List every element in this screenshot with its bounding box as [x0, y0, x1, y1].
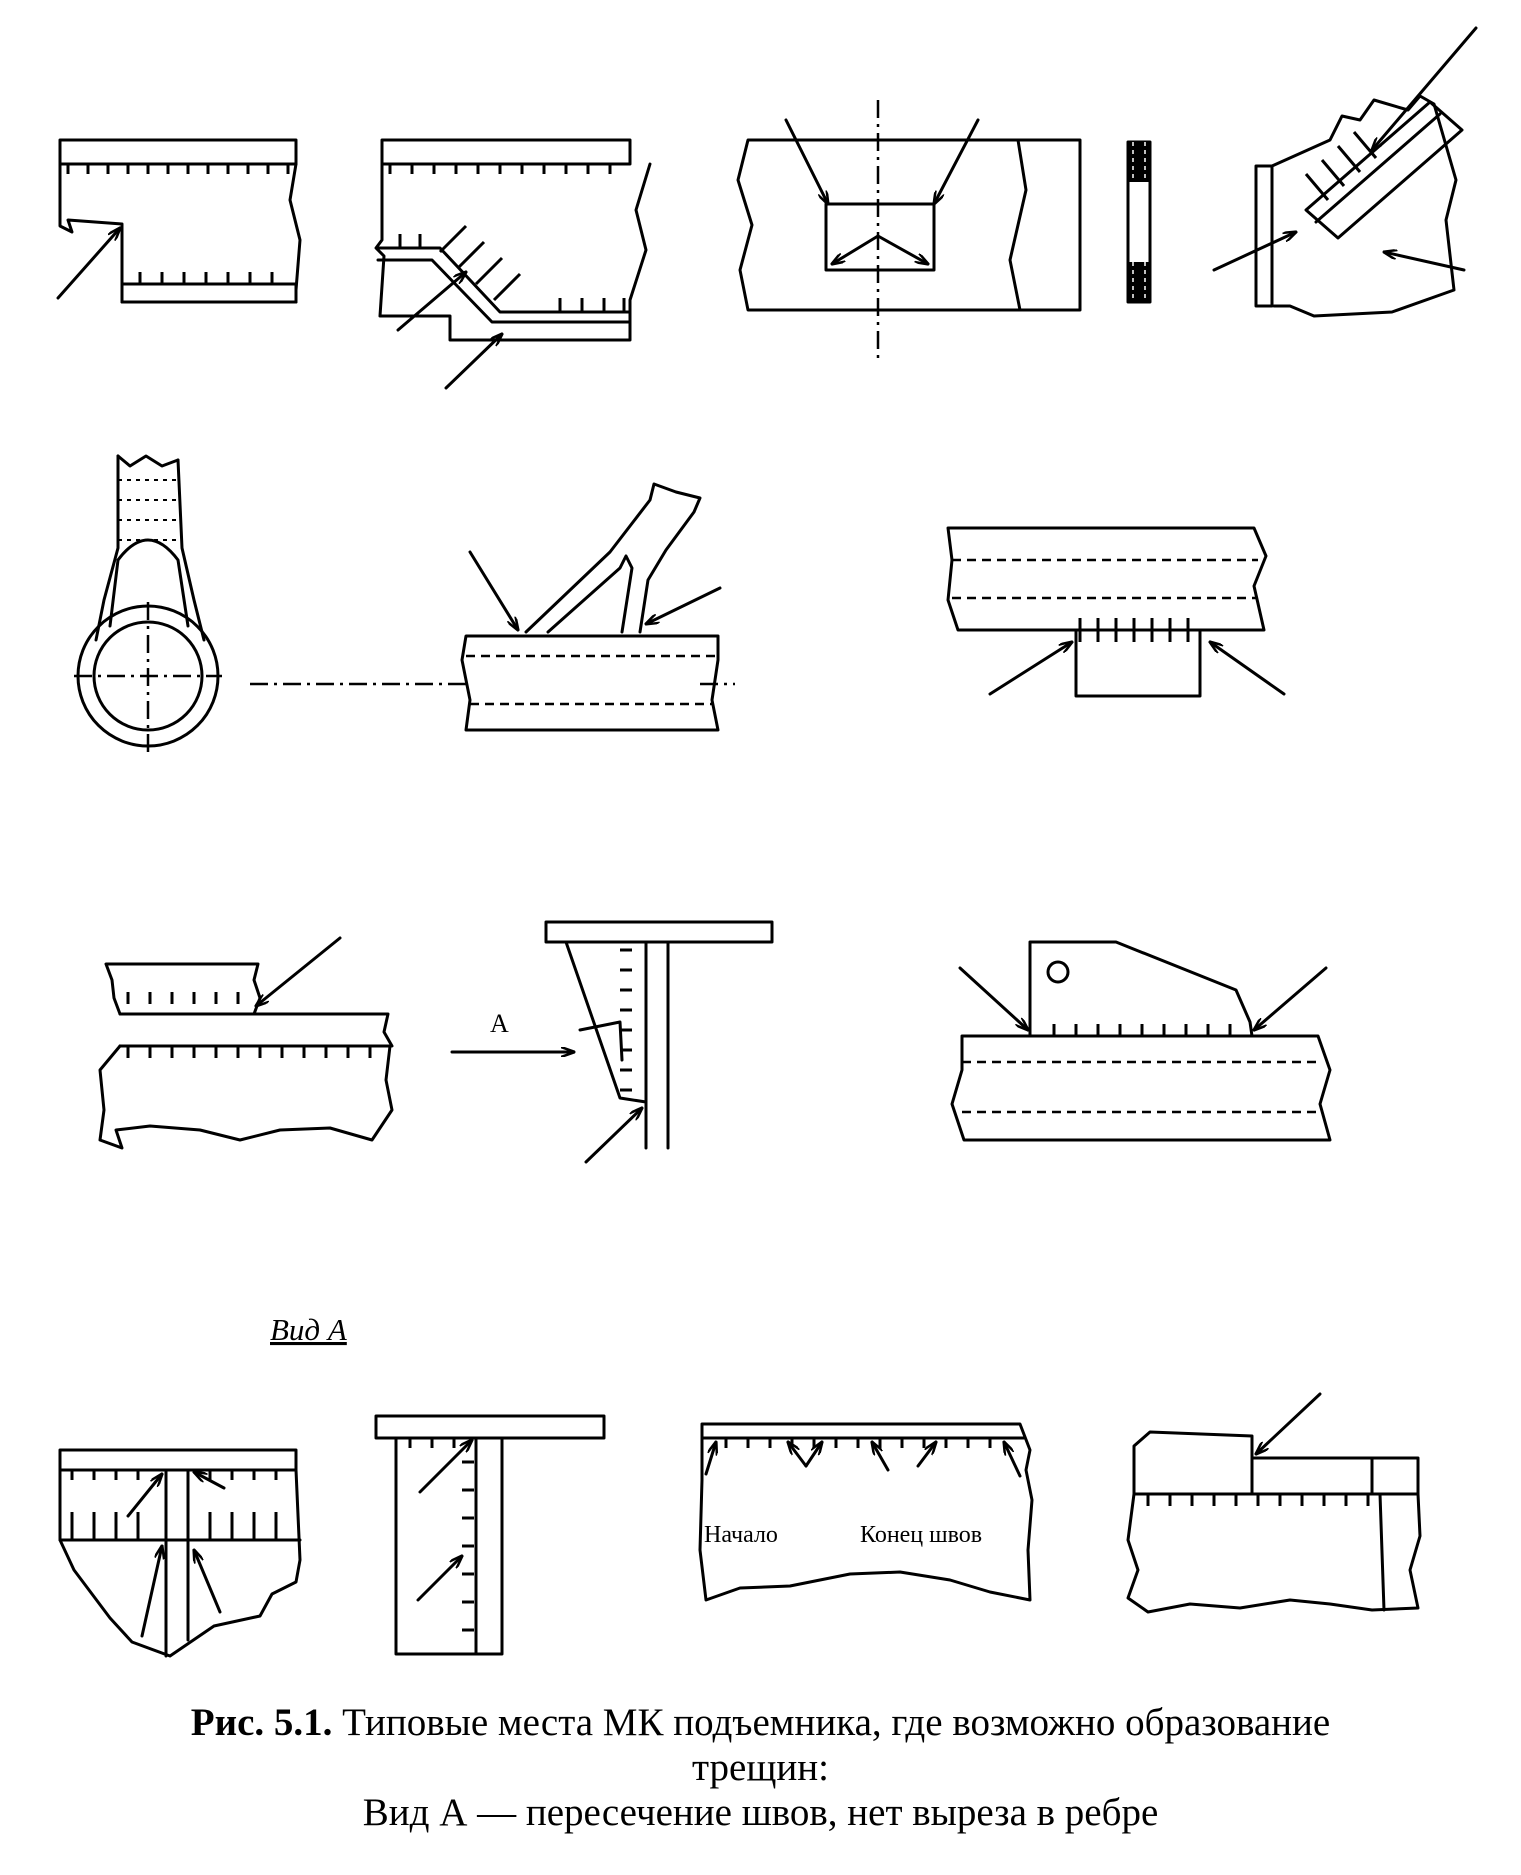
- node-overlap-plates: [98, 936, 394, 1150]
- caption-line-2: трещин:: [692, 1746, 829, 1789]
- node-inclined-brace: [1212, 26, 1478, 318]
- weld-end-label: Конец швов: [860, 1522, 982, 1548]
- figure-number: Рис. 5.1.: [190, 1701, 333, 1744]
- figure-caption: Рис. 5.1. Типовые места МК подъемника, г…: [0, 1700, 1521, 1835]
- node-ring-lug: [74, 454, 472, 752]
- node-weld-start-end: Начало Конец швов: [698, 1422, 1034, 1602]
- node-lug-tube: [950, 940, 1332, 1142]
- caption-text-1: Типовые места МК подъемника, где возможн…: [342, 1701, 1331, 1744]
- node-tee-stiffener: А: [450, 920, 774, 1164]
- weld-ticks: [66, 164, 290, 284]
- node-tee-section: [374, 1414, 606, 1656]
- view-arrow-label: А: [490, 1009, 509, 1038]
- crack-arrow: [56, 228, 120, 300]
- node-beam-plate: [946, 526, 1286, 698]
- weld-start-label: Начало: [704, 1522, 778, 1548]
- view-a-label: Вид А: [270, 1312, 348, 1347]
- node-stepped-plate: [1126, 1392, 1422, 1614]
- node-section-hatched: [1126, 140, 1152, 304]
- caption-line-1: Рис. 5.1. Типовые места МК подъемника, г…: [0, 1700, 1521, 1745]
- node-plate-cutout: [736, 100, 1082, 360]
- caption-line-3: Вид А — пересечение швов, нет выреза в р…: [362, 1791, 1159, 1834]
- node-beam-step: [56, 138, 302, 304]
- node-beam-bent: [374, 138, 652, 390]
- node-cross-welds: [58, 1448, 302, 1658]
- node-fork-tube: [460, 482, 735, 732]
